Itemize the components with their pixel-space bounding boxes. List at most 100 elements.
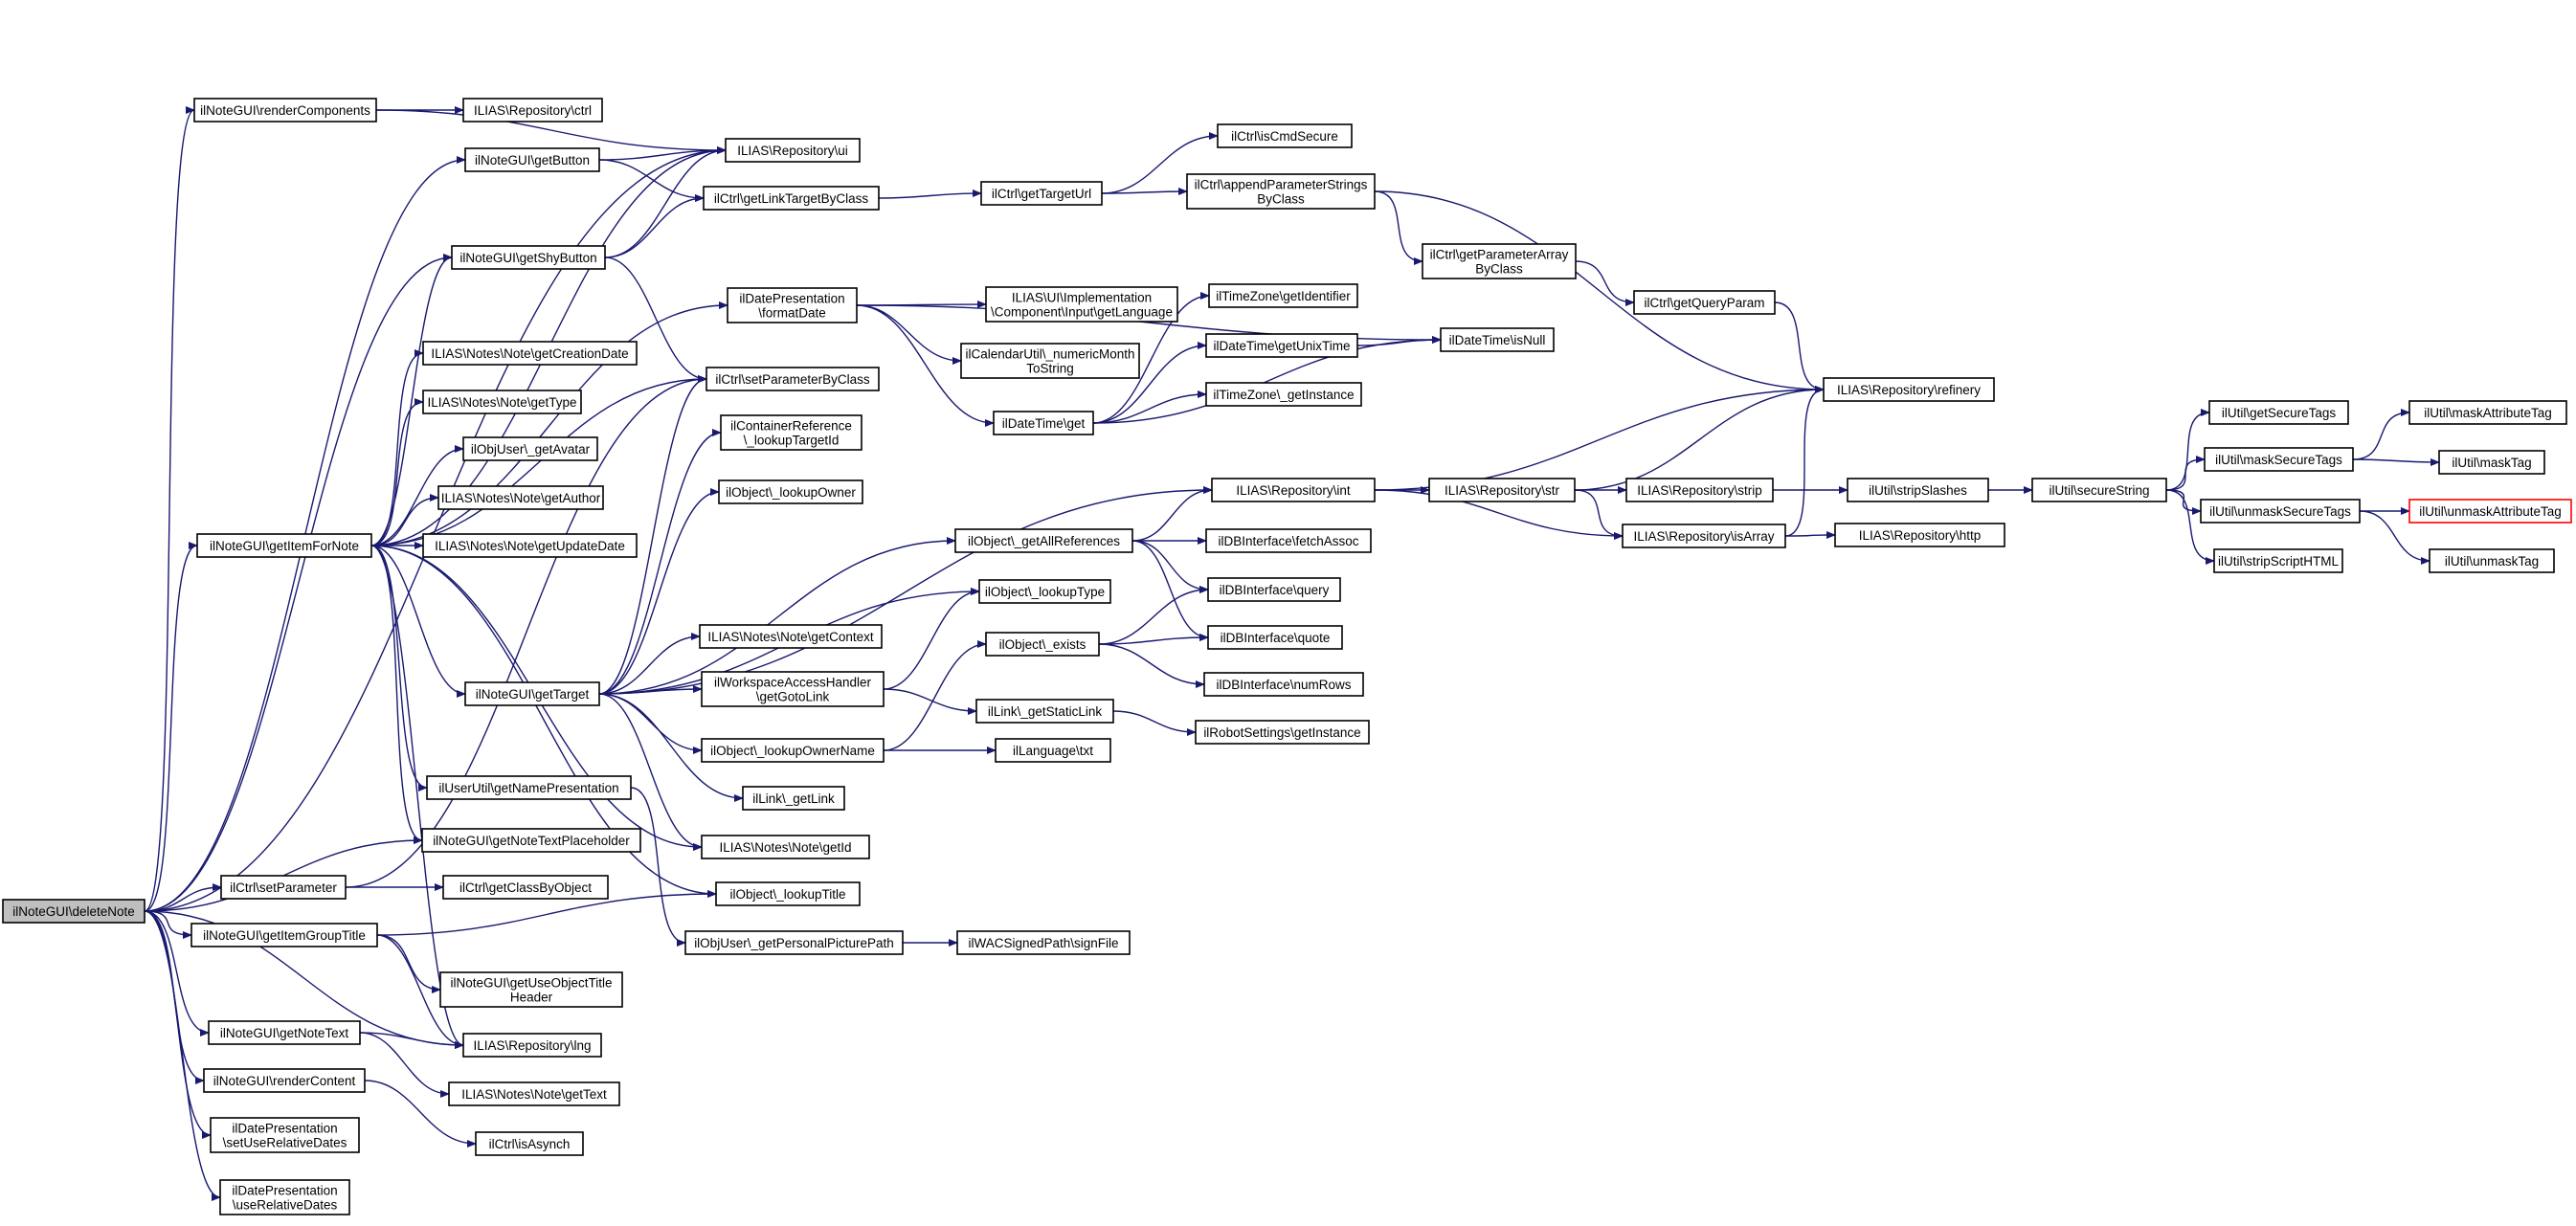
- edge-deleteNote-to-setParameter: [144, 883, 222, 912]
- node-dtGet[interactable]: ilDateTime\get: [993, 411, 1094, 435]
- node-lookupTargetId[interactable]: ilContainerReference\_lookupTargetId: [720, 414, 862, 451]
- edge-getTarget-to-getLink: [598, 693, 744, 802]
- node-dbQuery[interactable]: ilDBInterface\query: [1207, 577, 1341, 602]
- node-repoStrip[interactable]: ILIAS\Repository\strip: [1625, 478, 1774, 502]
- node-maskTag[interactable]: ilUtil\maskTag: [2438, 450, 2545, 475]
- node-tzGetInstance[interactable]: ilTimeZone\_getInstance: [1205, 382, 1362, 407]
- node-getNamePresentation[interactable]: ilUserUtil\getNamePresentation: [426, 775, 632, 800]
- node-getLink[interactable]: ilLink\_getLink: [742, 786, 845, 811]
- node-label: ByClass: [1475, 262, 1523, 277]
- node-lookupType[interactable]: ilObject\_lookupType: [978, 579, 1111, 604]
- node-unmaskAttributeTag[interactable]: ilUtil\unmaskAttributeTag: [2408, 499, 2572, 524]
- node-getShyButton[interactable]: ilNoteGUI\getShyButton: [451, 245, 606, 270]
- node-box: [193, 98, 377, 123]
- node-box: [462, 98, 603, 123]
- edge-renderComponents-to-ui: [375, 109, 727, 154]
- node-lookupOwnerName[interactable]: ilObject\_lookupOwnerName: [701, 738, 885, 763]
- node-getNoteText[interactable]: ilNoteGUI\getNoteText: [208, 1020, 361, 1045]
- node-robotGetInstance[interactable]: ilRobotSettings\getInstance: [1195, 720, 1370, 745]
- node-noteGetId[interactable]: ILIAS\Notes\Note\getId: [701, 835, 870, 859]
- node-stripScriptHTML[interactable]: ilUtil\stripScriptHTML: [2213, 548, 2343, 573]
- node-repoInt[interactable]: ILIAS\Repository\int: [1211, 478, 1376, 502]
- node-label: ILIAS\Repository\str: [1445, 483, 1560, 498]
- node-repoStr[interactable]: ILIAS\Repository\str: [1428, 478, 1576, 502]
- node-signFile[interactable]: ilWACSignedPath\signFile: [956, 930, 1131, 955]
- node-getNoteTextPlaceholder[interactable]: ilNoteGUI\getNoteTextPlaceholder: [421, 828, 641, 853]
- node-getLanguage[interactable]: ILIAS\UI\Implementation\Component\Input\…: [985, 286, 1178, 323]
- node-stripSlashes[interactable]: ilUtil\stripSlashes: [1847, 478, 1989, 502]
- node-getClassByObject[interactable]: ilCtrl\getClassByObject: [442, 875, 609, 900]
- node-lookupOwner[interactable]: ilObject\_lookupOwner: [718, 479, 863, 504]
- node-unmaskSecureTags[interactable]: ilUtil\unmaskSecureTags: [2200, 499, 2361, 524]
- node-refinery[interactable]: ILIAS\Repository\refinery: [1823, 377, 1995, 402]
- node-numRows[interactable]: ilDBInterface\numRows: [1203, 672, 1364, 697]
- node-fetchAssoc[interactable]: ilDBInterface\fetchAssoc: [1205, 528, 1372, 553]
- node-label: ILIAS\Repository\strip: [1637, 483, 1762, 498]
- node-getPersonalPicturePath[interactable]: ilObjUser\_getPersonalPicturePath: [684, 930, 904, 955]
- node-isArray[interactable]: ILIAS\Repository\isArray: [1622, 524, 1786, 548]
- node-deleteNote[interactable]: ilNoteGUI\deleteNote: [2, 899, 146, 924]
- node-exists[interactable]: ilObject\_exists: [985, 632, 1100, 657]
- node-getType[interactable]: ILIAS\Notes\Note\getType: [422, 390, 582, 414]
- node-setParameterByClass[interactable]: ilCtrl\setParameterByClass: [706, 367, 880, 391]
- node-box: [956, 930, 1131, 955]
- node-lng[interactable]: ILIAS\Repository\lng: [462, 1033, 602, 1058]
- node-renderComponents[interactable]: ilNoteGUI\renderComponents: [193, 98, 377, 123]
- node-renderContent[interactable]: ilNoteGUI\renderContent: [203, 1068, 366, 1093]
- node-ui[interactable]: ILIAS\Repository\ui: [725, 138, 861, 163]
- node-getItemGroupTitle[interactable]: ilNoteGUI\getItemGroupTitle: [190, 923, 378, 947]
- node-setParameter[interactable]: ilCtrl\setParameter: [220, 875, 347, 900]
- node-label: ilDateTime\getUnixTime: [1213, 339, 1350, 353]
- node-http[interactable]: ILIAS\Repository\http: [1834, 523, 2005, 547]
- node-label: ilTimeZone\getIdentifier: [1216, 289, 1351, 303]
- edge-getItemGroupTitle-to-getUseObjectTitleHeader: [376, 934, 441, 993]
- node-dbQuote[interactable]: ilDBInterface\quote: [1207, 625, 1343, 650]
- node-getTargetUrl[interactable]: ilCtrl\getTargetUrl: [980, 181, 1103, 206]
- edge-setParameter-to-setParameterByClass: [345, 375, 707, 888]
- node-getTarget[interactable]: ilNoteGUI\getTarget: [464, 681, 600, 706]
- node-getUnixTime[interactable]: ilDateTime\getUnixTime: [1205, 333, 1358, 358]
- node-getButton[interactable]: ilNoteGUI\getButton: [464, 147, 600, 172]
- node-maskAttributeTag[interactable]: ilUtil\maskAttributeTag: [2408, 400, 2567, 425]
- node-getGotoLink[interactable]: ilWorkspaceAccessHandler\getGotoLink: [701, 671, 885, 707]
- node-box: [715, 881, 861, 906]
- node-getStaticLink[interactable]: ilLink\_getStaticLink: [975, 699, 1114, 724]
- node-ctrl[interactable]: ILIAS\Repository\ctrl: [462, 98, 603, 123]
- edge-getGotoLink-to-getStaticLink: [883, 688, 977, 715]
- node-isAsynch[interactable]: ilCtrl\isAsynch: [475, 1131, 584, 1156]
- node-getUpdateDate[interactable]: ILIAS\Notes\Note\getUpdateDate: [422, 533, 638, 558]
- node-getQueryParam[interactable]: ilCtrl\getQueryParam: [1633, 290, 1776, 315]
- node-formatDate[interactable]: ilDatePresentation\formatDate: [727, 287, 858, 323]
- node-langTxt[interactable]: ilLanguage\txt: [995, 738, 1111, 763]
- node-setUseRelativeDates[interactable]: ilDatePresentation\setUseRelativeDates: [210, 1117, 360, 1153]
- node-unmaskTag[interactable]: ilUtil\unmaskTag: [2429, 548, 2555, 573]
- node-box: [1622, 524, 1786, 548]
- node-getAvatar[interactable]: ilObjUser\_getAvatar: [462, 436, 598, 461]
- node-useRelativeDates[interactable]: ilDatePresentation\useRelativeDates: [219, 1179, 350, 1215]
- node-getContext[interactable]: ILIAS\Notes\Note\getContext: [699, 624, 883, 649]
- node-box: [190, 923, 378, 947]
- node-secureString[interactable]: ilUtil\secureString: [2031, 478, 2167, 502]
- edge-maskSecureTags-to-maskTag: [2352, 457, 2440, 466]
- node-label: ilCtrl\isCmdSecure: [1231, 129, 1338, 144]
- node-noteGetText[interactable]: ILIAS\Notes\Note\getText: [448, 1081, 620, 1106]
- node-getAllReferences[interactable]: ilObject\_getAllReferences: [954, 528, 1133, 553]
- node-getLinkTargetByClass[interactable]: ilCtrl\getLinkTargetByClass: [703, 186, 880, 211]
- node-isNull[interactable]: ilDateTime\isNull: [1440, 327, 1555, 352]
- node-maskSecureTags[interactable]: ilUtil\maskSecureTags: [2204, 447, 2354, 472]
- edge-getItemForNote-to-formatDate: [370, 301, 728, 546]
- node-getCreationDate[interactable]: ILIAS\Notes\Note\getCreationDate: [422, 341, 638, 366]
- node-box: [1211, 478, 1376, 502]
- node-getSecureTags[interactable]: ilUtil\getSecureTags: [2208, 400, 2349, 425]
- node-lookupTitle[interactable]: ilObject\_lookupTitle: [715, 881, 861, 906]
- node-getAuthor[interactable]: ILIAS\Notes\Note\getAuthor: [437, 485, 604, 510]
- node-label: ilDBInterface\numRows: [1216, 678, 1351, 692]
- node-getItemForNote[interactable]: ilNoteGUI\getItemForNote: [196, 533, 372, 558]
- node-isCmdSecure[interactable]: ilCtrl\isCmdSecure: [1217, 123, 1353, 148]
- node-box: [1207, 577, 1341, 602]
- node-getIdentifier[interactable]: ilTimeZone\getIdentifier: [1208, 283, 1358, 308]
